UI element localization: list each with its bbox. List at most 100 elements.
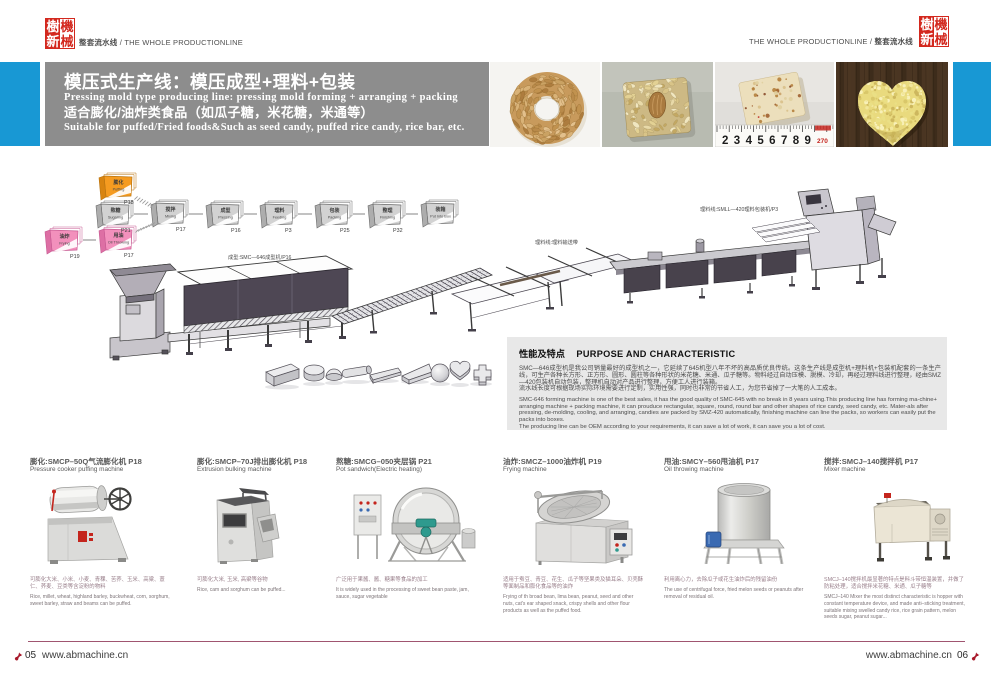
svg-text:P17: P17	[124, 253, 134, 259]
tagline-divider: /	[119, 38, 123, 47]
info-cn-para2: 流水线长度可根据现场实际环境需要进行定制，实用性强，同时也非常的节省人工，为您节…	[519, 385, 841, 393]
svg-text:甩油: 甩油	[112, 232, 123, 239]
product-title-cn: 油炸:SMCZ–1000油炸机 P19	[503, 457, 602, 466]
product-title-cn: 膨化:SMCP–70J排出膨化机 P18	[197, 457, 308, 466]
brand-logo-left: 樹 新 機 械	[45, 18, 75, 49]
tagline-divider: /	[869, 37, 873, 46]
product-title-en: Oil throwing machine	[664, 466, 724, 473]
product-desc-en: Rice, millet, wheat, highland barley, bu…	[30, 594, 170, 607]
product-desc-puffing-70j: 可膨化大米, 玉米, 高粱等谷物 Rice, cam and sorghum c…	[197, 577, 327, 594]
svg-text:整理: 整理	[381, 207, 392, 214]
photo-almond-candy-bar	[602, 62, 713, 147]
svg-text:Mixing: Mixing	[165, 215, 176, 219]
page-number-left: 05	[25, 650, 37, 661]
svg-text:P19: P19	[70, 254, 80, 260]
tagline-en: THE WHOLE PRODUCTIONLINE	[124, 38, 243, 47]
svg-text:P17: P17	[176, 227, 186, 233]
svg-text:P18: P18	[124, 200, 134, 206]
arranging-tables	[450, 247, 638, 332]
page-subtitle: 适合膨化/油炸类食品（如瓜子糖，米花糖，米通等）	[64, 104, 374, 120]
flow-step-finishing: 整理 Finishing	[367, 200, 406, 229]
svg-text:P25: P25	[340, 228, 350, 234]
blue-accent-square	[953, 62, 991, 146]
product-desc-puffing-50q: 可膨化大米、小米、小麦、青稞、苦荞、玉米、高粱、薏仁、荞麦、豆类等含淀粉的物料 …	[30, 577, 173, 608]
product-desc-en: Frying of th broad bean, lima bean, pean…	[503, 594, 634, 614]
product-photo-frying	[518, 483, 642, 565]
product-desc-en: It is widely used in the processing of s…	[336, 587, 469, 600]
svg-text:Pressing: Pressing	[218, 216, 233, 220]
product-title-cn: 甩油:SMCY–560甩油机 P17	[664, 457, 759, 466]
svg-text:Put Into Box: Put Into Box	[430, 215, 451, 219]
page-subtitle-english: Suitable for puffed/Fried foods&Such as …	[64, 121, 465, 133]
machine-logo-mark	[89, 533, 93, 541]
svg-text:熬糖: 熬糖	[110, 207, 120, 214]
page-number-right: 06	[957, 650, 969, 661]
title-block: 模压式生产线：模压成型+理料+包装 Pressing mold type pro…	[45, 62, 489, 146]
seal-char: 機	[60, 19, 74, 34]
svg-text:Finishing: Finishing	[380, 216, 395, 220]
header-tagline-right: THE WHOLE PRODUCTIONLINE / 整套流水线	[749, 36, 913, 47]
product-desc-cn: 广泛用于果酱、酱、糖果等食品的加工	[336, 577, 428, 583]
svg-text:理料: 理料	[274, 207, 284, 214]
brand-seal-icon: 樹 新 機 械	[45, 18, 75, 49]
product-desc-sugar-pot: 广泛用于果酱、酱、糖果等食品的加工 It is widely used in t…	[336, 577, 478, 600]
info-title-cn: 性能及特点	[519, 349, 565, 359]
svg-text:Oil Throwing: Oil Throwing	[108, 241, 129, 245]
forming-machine	[176, 255, 354, 355]
packing-conveyor	[609, 238, 825, 304]
wrench-icon	[14, 652, 23, 661]
brand-logo-right: 樹 新 機 械	[919, 16, 949, 47]
product-card-sugar-pot: 熬糖:SMCG–050夹层锅 P21 Pot sandwich(Electric…	[336, 457, 488, 474]
product-desc-mixer: SMCJ–140搅拌机最显著的特点是料斗带恒温装置，并做了防粘处理，适合搅拌米花…	[824, 577, 966, 621]
product-title-en: Pressure cooker puffing machine	[30, 466, 124, 473]
info-box-title: 性能及特点 PURPOSE AND CHARACTERISTIC	[519, 344, 937, 362]
wrench-icon	[971, 652, 980, 661]
svg-text:膨化: 膨化	[113, 179, 123, 186]
svg-text:Frying: Frying	[59, 242, 70, 246]
info-cn-para1: SMC—646成型机是我公司销量最好的成型机之一，它延续了645机型八年不坏的高…	[519, 365, 941, 386]
seal-char: 械	[934, 32, 948, 47]
svg-text:P16: P16	[231, 228, 241, 234]
label-arranging-conveyor: 理料线:理料输送带	[535, 238, 578, 246]
page-title-english: Pressing mold type producing line: press…	[64, 92, 459, 103]
production-line-diagram: 成型:SMC—646成型机/P16 理料线:理料输送带 理料线:SMLL—420…	[109, 188, 897, 390]
site-url-left: www.abmachine.cn	[42, 650, 129, 661]
svg-text:装箱: 装箱	[434, 206, 445, 213]
flow-step-mixing: 搅拌 Mixing	[150, 199, 189, 228]
svg-text:Packing: Packing	[328, 216, 342, 220]
seal-char: 樹	[920, 17, 934, 32]
product-desc-oil-throwing: 利用离心力，去除瓜子或花生油炸后的残留油份 The use of centrif…	[664, 577, 806, 600]
photo-seed-candy-ring	[490, 62, 600, 147]
flow-step-oil-throwing: 甩油 Oil Throwing	[98, 225, 137, 254]
tagline-cn: 整套流水线	[874, 37, 913, 46]
product-card-puffing-50q: 膨化:SMCP–50Q气流膨化机 P18 Pressure cooker puf…	[30, 457, 182, 474]
product-desc-cn: 可膨化大米、小米、小麦、青稞、苦荞、玉米、高粱、薏仁、荞麦、豆类等含淀粉的物料	[30, 577, 165, 591]
seal-char: 械	[60, 34, 74, 49]
svg-text:Feeding: Feeding	[273, 216, 287, 220]
product-card-oil-throwing: 甩油:SMCY–560甩油机 P17 Oil throwing machine	[664, 457, 816, 474]
seal-char: 新	[46, 34, 60, 49]
label-packing-machine: 理料线:SMLL—420理料包装机/P3	[700, 205, 778, 213]
svg-text:搅拌: 搅拌	[165, 206, 175, 213]
seal-char: 樹	[46, 19, 60, 34]
product-photo-mixer	[862, 479, 960, 565]
seal-char: 新	[920, 32, 934, 47]
product-card-frying: 油炸:SMCZ–1000油炸机 P19 Frying machine	[503, 457, 655, 474]
info-paragraph-en: SMC-646 forming machine is one of the be…	[519, 397, 941, 430]
info-en-para2: The producing line can be OEM according …	[519, 423, 826, 430]
product-desc-cn: 可膨化大米, 玉米, 高粱等谷物	[197, 577, 268, 583]
feeder-machine	[109, 263, 177, 361]
svg-text:P21: P21	[121, 228, 131, 234]
tagline-en: THE WHOLE PRODUCTIONLINE	[749, 37, 868, 46]
seal-char: 機	[934, 17, 948, 32]
product-desc-en: SMCJ–140 Mixer the most distinct charact…	[824, 594, 965, 621]
site-url-right: www.abmachine.cn	[865, 650, 952, 661]
product-desc-cn: 适用于蚕豆、青豆、花生、瓜子等坚果类及猫耳朵、贝壳酥等面制品和膨化食品等的油炸	[503, 577, 644, 591]
